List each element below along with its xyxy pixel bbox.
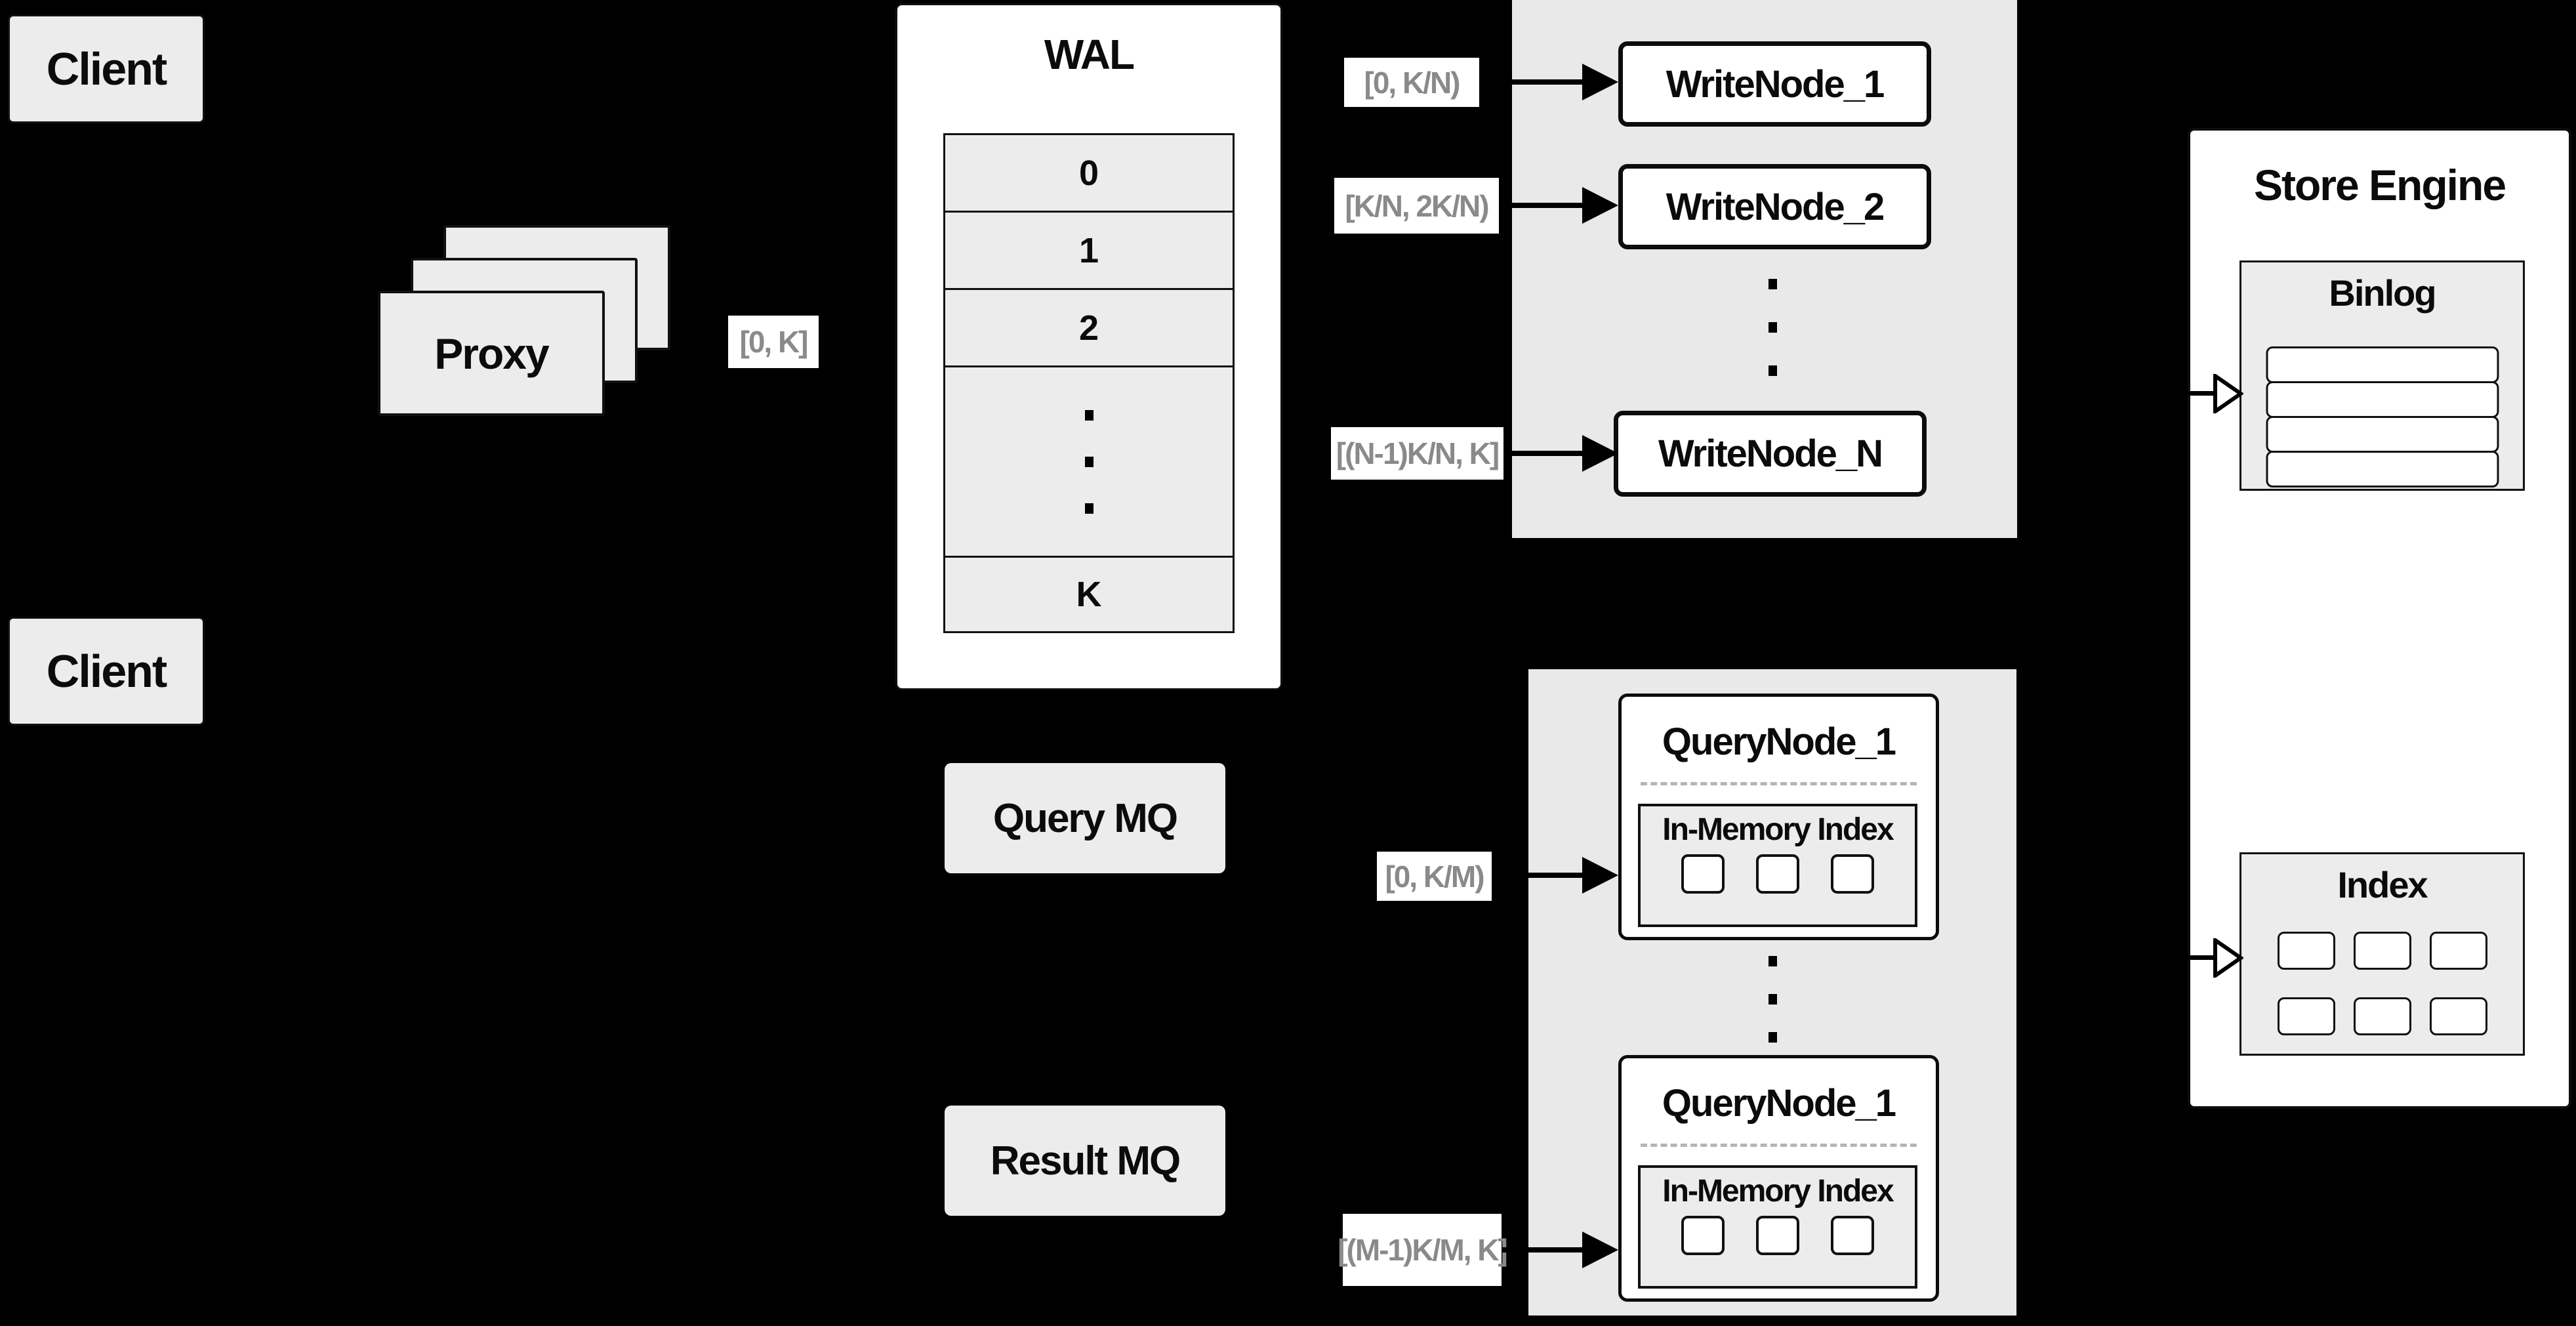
query-node-1: QueryNode_1 In-Memory Index xyxy=(1618,694,1939,940)
binlog-row xyxy=(2266,416,2499,453)
mem-square xyxy=(1831,1216,1874,1255)
range-label-query-m: [(M-1)K/M, K] xyxy=(1338,1214,1508,1286)
index-title: Index xyxy=(2337,864,2428,905)
in-memory-index-title: In-Memory Index xyxy=(1662,1174,1894,1209)
dot xyxy=(1768,1032,1777,1043)
client-box-top: Client xyxy=(8,14,205,123)
dots-col xyxy=(1768,279,1777,376)
memory-squares xyxy=(1641,1216,1915,1255)
range-label-write-n: [(N-1)K/N, K] xyxy=(1331,427,1503,480)
index-cell xyxy=(2277,932,2335,970)
arrowhead-write-node-n xyxy=(1582,435,1618,472)
arrowhead-binlog-open xyxy=(2213,374,2243,413)
dot xyxy=(1084,456,1094,467)
client-box-bottom: Client xyxy=(8,617,205,726)
index-cell xyxy=(2277,997,2335,1035)
client-top-label: Client xyxy=(46,43,167,94)
range-label-write-1: [0, K/N) xyxy=(1344,58,1479,107)
query-node-2: QueryNode_1 In-Memory Index xyxy=(1618,1055,1939,1302)
range-label-proxy-wal: [0, K] xyxy=(728,316,819,368)
query-node-2-divider xyxy=(1640,1144,1917,1147)
arrowhead-write-node-1 xyxy=(1582,64,1618,100)
arrow-to-write-node-1 xyxy=(1479,79,1584,85)
binlog-row xyxy=(2266,381,2499,418)
arrowhead-query-node-1 xyxy=(1582,857,1618,894)
range-label-write-2: [K/N, 2K/N) xyxy=(1334,178,1499,234)
index-cells xyxy=(2277,932,2487,1035)
mem-square xyxy=(1681,854,1725,894)
binlog-row xyxy=(2266,451,2499,487)
binlog-box: Binlog xyxy=(2239,260,2525,491)
arrow-to-binlog xyxy=(2186,391,2215,396)
write-node-2: WriteNode_2 xyxy=(1618,164,1931,249)
range-label-query-1: [0, K/M) xyxy=(1377,852,1492,901)
binlog-title: Binlog xyxy=(2329,272,2436,314)
wal-segment-table: 0 1 2 K xyxy=(943,133,1235,633)
arrowhead-index-open xyxy=(2213,938,2243,978)
store-engine-box: Store Engine Binlog Index xyxy=(2188,128,2571,1109)
arrow-to-write-node-n xyxy=(1503,451,1584,456)
wal-title: WAL xyxy=(1044,31,1135,78)
arrowhead-query-node-2 xyxy=(1582,1232,1618,1268)
in-memory-index-box: In-Memory Index xyxy=(1638,804,1917,927)
store-engine-title: Store Engine xyxy=(2253,161,2506,209)
index-cell xyxy=(2429,932,2487,970)
dot xyxy=(1768,956,1777,966)
index-cell xyxy=(2429,997,2487,1035)
arrow-to-index xyxy=(2186,955,2215,960)
mem-square xyxy=(1756,1216,1799,1255)
dots-col xyxy=(1084,409,1094,514)
mem-square xyxy=(1756,854,1799,894)
result-mq-box: Result MQ xyxy=(945,1106,1225,1216)
query-node-2-title: QueryNode_1 xyxy=(1662,1082,1896,1125)
dot xyxy=(1768,365,1777,376)
wal-ellipsis-row xyxy=(945,367,1233,558)
index-cell xyxy=(2353,932,2411,970)
proxy-stack: Proxy xyxy=(378,225,670,426)
query-node-1-divider xyxy=(1640,782,1917,785)
in-memory-index-box: In-Memory Index xyxy=(1638,1165,1917,1289)
query-mq-box: Query MQ xyxy=(945,763,1225,873)
arrow-to-query-node-2 xyxy=(1502,1247,1584,1253)
dot xyxy=(1768,994,1777,1005)
dot xyxy=(1768,322,1777,333)
wal-segment-row: K xyxy=(945,558,1233,631)
write-node-1: WriteNode_1 xyxy=(1618,41,1931,127)
wal-segment-row: 2 xyxy=(945,290,1233,367)
in-memory-index-title: In-Memory Index xyxy=(1662,812,1894,847)
binlog-rows xyxy=(2266,346,2499,487)
dot xyxy=(1084,503,1094,514)
proxy-card-front: Proxy xyxy=(378,291,605,416)
wal-box: WAL 0 1 2 K xyxy=(895,3,1282,690)
write-node-n: WriteNode_N xyxy=(1614,411,1927,497)
wal-segment-row: 0 xyxy=(945,135,1233,213)
index-box: Index xyxy=(2239,852,2525,1056)
client-bottom-label: Client xyxy=(46,646,167,697)
mem-square xyxy=(1681,1216,1725,1255)
query-node-1-title: QueryNode_1 xyxy=(1662,720,1896,763)
dots-col xyxy=(1768,956,1777,1043)
arrowhead-write-node-2 xyxy=(1582,187,1618,224)
dot xyxy=(1768,279,1777,289)
mem-square xyxy=(1831,854,1874,894)
binlog-row xyxy=(2266,346,2499,383)
dot xyxy=(1084,409,1094,421)
memory-squares xyxy=(1641,854,1915,894)
proxy-label: Proxy xyxy=(434,329,549,378)
arrow-to-query-node-1 xyxy=(1492,873,1584,878)
index-cell xyxy=(2353,997,2411,1035)
arrow-to-write-node-2 xyxy=(1499,203,1584,208)
wal-segment-row: 1 xyxy=(945,213,1233,290)
